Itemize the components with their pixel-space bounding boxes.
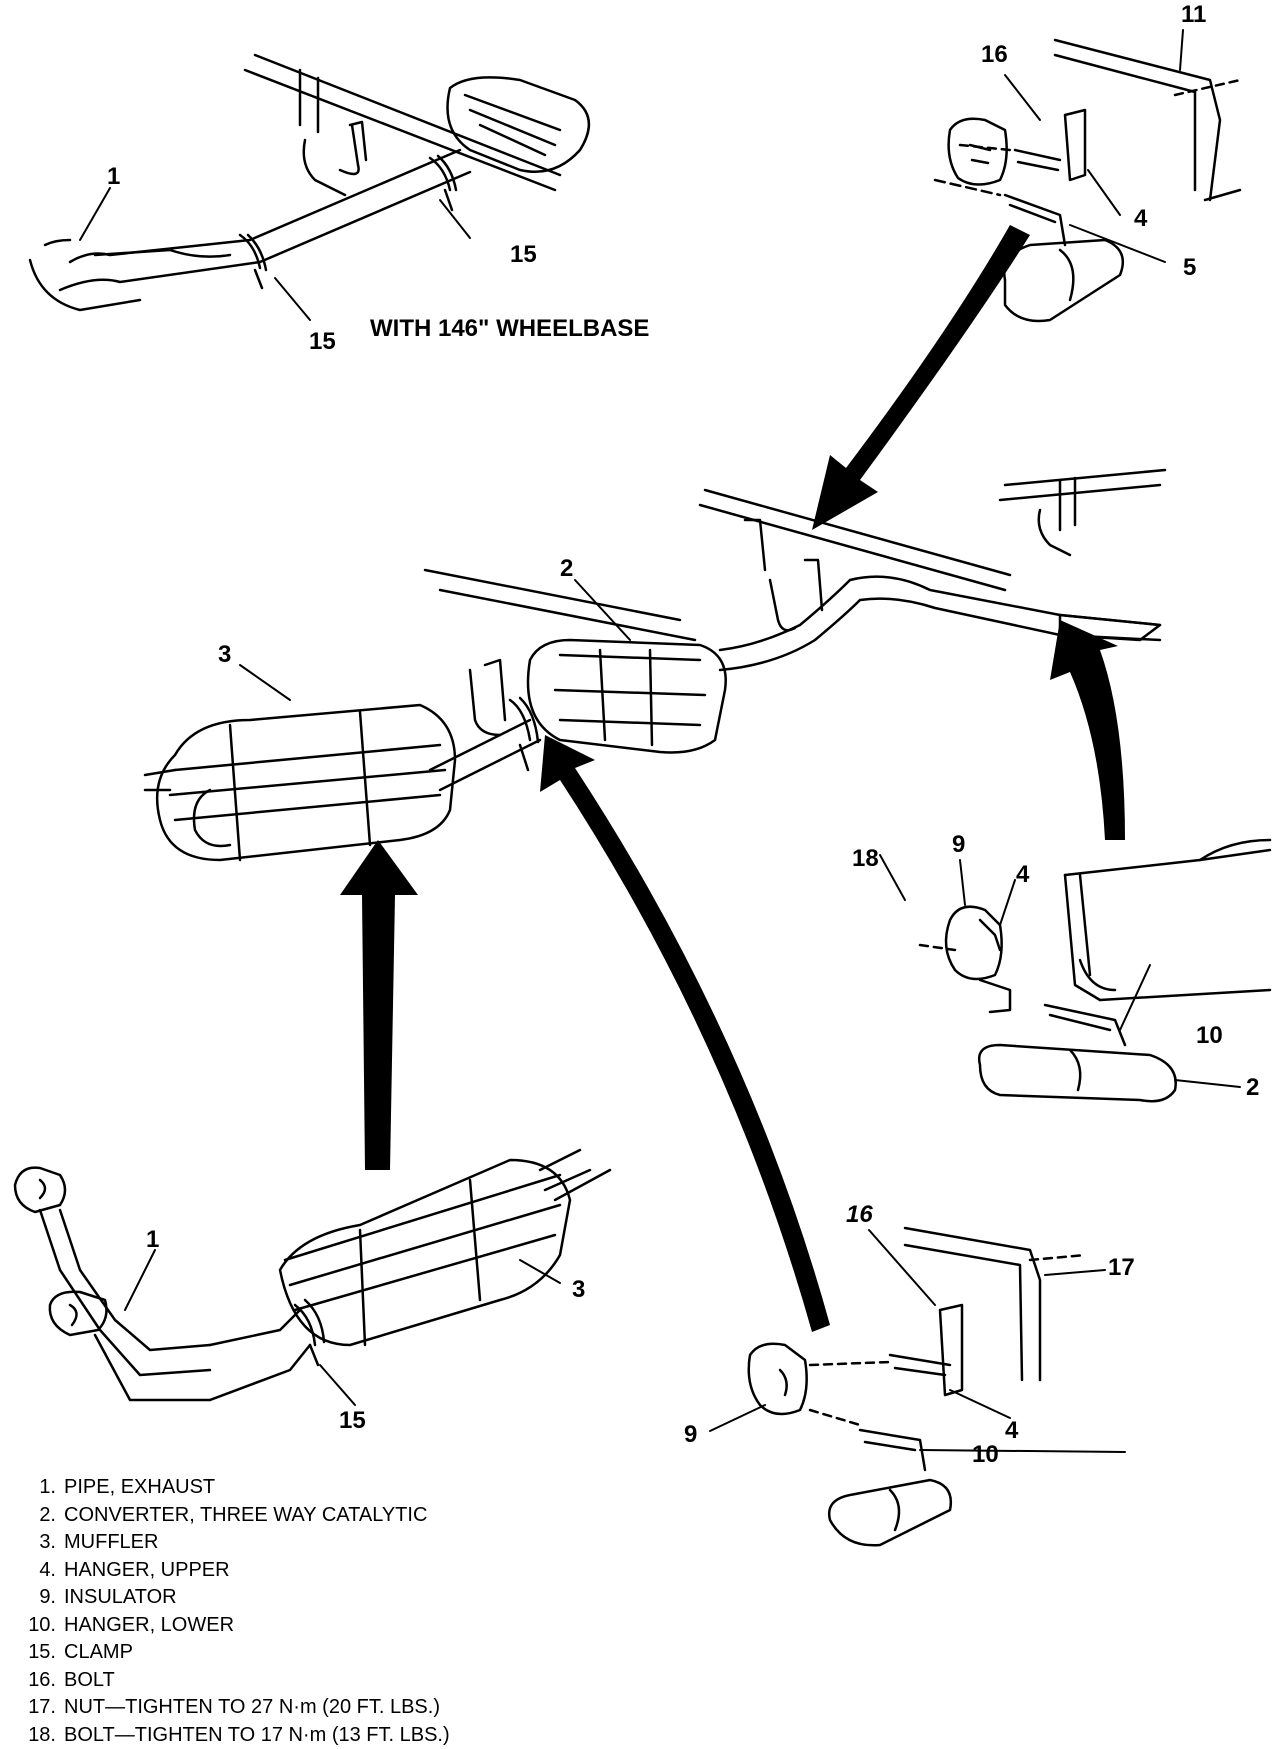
legend-item: 2. CONVERTER, THREE WAY CATALYTIC [14, 1502, 574, 1530]
legend-item-number: 18. [14, 1722, 56, 1749]
main-exhaust-assembly [145, 470, 1165, 860]
legend-item: 9. INSULATOR [14, 1584, 574, 1612]
wheelbase-caption: WITH 146" WHEELBASE [370, 315, 649, 342]
legend-item-number: 10. [14, 1612, 56, 1640]
legend-item: 3. MUFFLER [14, 1529, 574, 1557]
callout-clamp: 15 [309, 328, 336, 355]
callout-hanger-lower: 10 [972, 1441, 999, 1468]
callout-nut: 11 [1181, 1, 1206, 28]
legend-item-text: HANGER, UPPER [64, 1559, 230, 1581]
callout-hanger-upper: 4 [1134, 205, 1148, 232]
legend-item-text: BOLT [64, 1669, 115, 1691]
callout-insulator: 9 [952, 831, 965, 858]
callout-hanger-upper: 4 [1016, 861, 1030, 888]
callout-insulator: 9 [684, 1421, 697, 1448]
callout-labels: 1 15 15 WITH 146" WHEELBASE 11 16 4 5 2 … [107, 1, 1259, 1468]
legend-item: 17. NUT—TIGHTEN TO 27 N·m (20 FT. LBS.) [14, 1694, 574, 1722]
legend-item-number: 2. [14, 1502, 56, 1530]
legend-item: 4. HANGER, UPPER [14, 1557, 574, 1585]
callout-clamp: 15 [339, 1407, 366, 1434]
legend-item-text: PIPE, EXHAUST [64, 1476, 215, 1498]
legend-item: 18. BOLT—TIGHTEN TO 17 N·m (13 FT. LBS.) [14, 1722, 574, 1749]
callout-bolt: 16 [981, 41, 1008, 68]
callout-muffler: 3 [218, 641, 231, 668]
legend-item-text: INSULATOR [64, 1586, 177, 1608]
legend-item-text: CLAMP [64, 1641, 133, 1663]
legend-item-text: HANGER, LOWER [64, 1614, 234, 1636]
callout-converter: 2 [560, 555, 573, 582]
callout-bolt: 18 [852, 845, 879, 872]
legend-item-number: 1. [14, 1474, 56, 1502]
legend-item-number: 17. [14, 1694, 56, 1722]
legend-item: 10. HANGER, LOWER [14, 1612, 574, 1640]
callout-pipe: 1 [107, 163, 120, 190]
callout-muffler: 3 [572, 1276, 585, 1303]
legend-item-number: 16. [14, 1667, 56, 1695]
callout-hanger-lower: 5 [1183, 254, 1196, 281]
legend-item-text: NUT—TIGHTEN TO 27 N·m (20 FT. LBS.) [64, 1696, 440, 1718]
arrows [340, 225, 1125, 1332]
arrow-to-tailpipe-hanger [1050, 620, 1125, 840]
callout-nut: 17 [1108, 1254, 1135, 1281]
arrow-to-muffler [340, 840, 418, 1170]
callout-bolt: 16 [846, 1201, 873, 1228]
legend-item-number: 4. [14, 1557, 56, 1585]
pipe-muffler-detail [15, 1150, 610, 1400]
parts-legend: 1. PIPE, EXHAUST 2. CONVERTER, THREE WAY CA… [14, 1474, 574, 1749]
arrow-to-converter-hanger [540, 735, 830, 1332]
legend-item-text: BOLT—TIGHTEN TO 17 N·m (13 FT. LBS.) [64, 1724, 450, 1746]
legend-item-number: 15. [14, 1639, 56, 1667]
legend-item-text: MUFFLER [64, 1531, 158, 1553]
hanger-detail-middle [920, 840, 1270, 1101]
callout-hanger-upper: 4 [1005, 1417, 1019, 1444]
legend-item-number: 3. [14, 1529, 56, 1557]
legend-item: 16. BOLT [14, 1667, 574, 1695]
legend-item: 1. PIPE, EXHAUST [14, 1474, 574, 1502]
legend-item: 15. CLAMP [14, 1639, 574, 1667]
callout-converter: 2 [1246, 1074, 1259, 1101]
arrow-to-rear-hanger [812, 225, 1030, 530]
legend-item-text: CONVERTER, THREE WAY CATALYTIC [64, 1504, 427, 1526]
callout-pipe: 1 [146, 1226, 159, 1253]
callout-clamp: 15 [510, 241, 537, 268]
callout-hanger-lower: 10 [1196, 1022, 1223, 1049]
legend-item-number: 9. [14, 1584, 56, 1612]
